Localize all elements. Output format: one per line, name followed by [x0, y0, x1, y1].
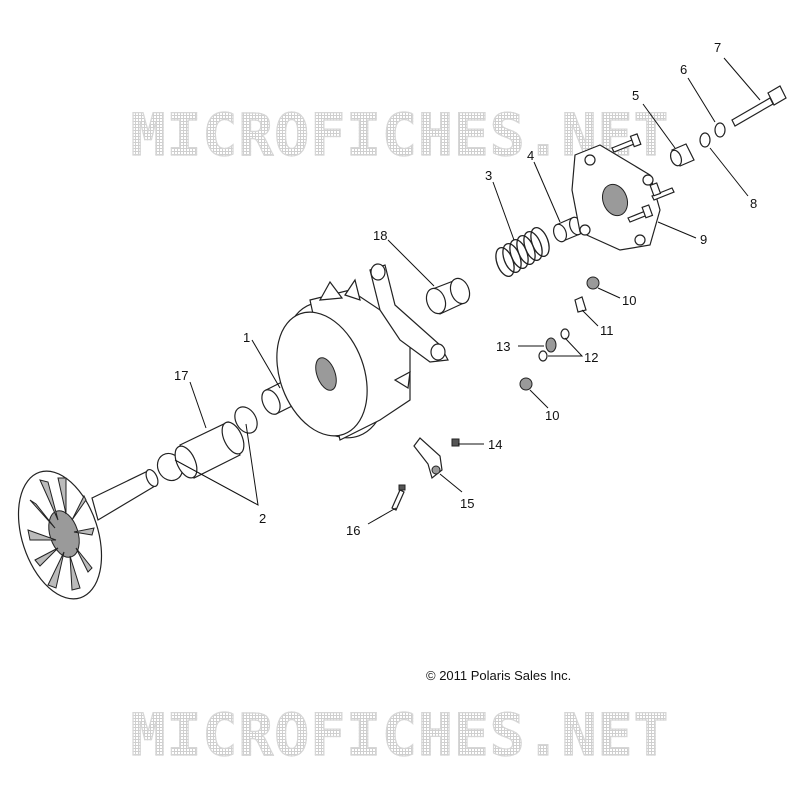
callout-5: 5 — [632, 88, 639, 103]
callout-12: 12 — [584, 350, 598, 365]
fixed-sheave-with-fan — [17, 468, 159, 600]
copyright-notice: © 2011 Polaris Sales Inc. — [426, 668, 572, 683]
bushing-5 — [669, 143, 695, 167]
watermark-top: MICROFICHES.NET — [0, 105, 800, 165]
callout-18: 18 — [373, 228, 387, 243]
pin-16 — [391, 484, 406, 511]
callout-14: 14 — [488, 437, 502, 452]
watermark-bottom: MICROFICHES.NET — [0, 705, 800, 765]
bolt-7 — [731, 85, 787, 127]
callout-6: 6 — [680, 62, 687, 77]
roller-13 — [545, 337, 557, 353]
spring-3 — [495, 226, 550, 278]
pin-11 — [574, 296, 587, 313]
callout-15: 15 — [460, 496, 474, 511]
washer-8 — [699, 132, 711, 148]
roller-10a — [586, 276, 600, 290]
bearing-18 — [425, 277, 471, 315]
bolts-9 — [611, 133, 675, 223]
movable-sheave — [276, 263, 449, 441]
callout-16: 16 — [346, 523, 360, 538]
roller-10b — [519, 377, 533, 391]
bushing-17 — [174, 421, 245, 479]
callout-10a: 10 — [622, 293, 636, 308]
cover-plate — [571, 144, 661, 251]
washer-12b — [538, 350, 548, 362]
nut-14 — [451, 438, 460, 447]
callout-3: 3 — [485, 168, 492, 183]
callout-8: 8 — [750, 196, 757, 211]
callout-9: 9 — [700, 232, 707, 247]
callout-11: 11 — [600, 323, 614, 338]
callout-17: 17 — [174, 368, 188, 383]
callout-2: 2 — [259, 511, 266, 526]
callout-7: 7 — [714, 40, 721, 55]
washer-12a — [560, 328, 570, 340]
seal-ring-2b — [234, 406, 258, 434]
callout-10b: 10 — [545, 408, 559, 423]
washer-6 — [714, 122, 726, 138]
callout-13: 13 — [496, 339, 510, 354]
callout-1: 1 — [243, 330, 250, 345]
callout-labels: 1 2 3 4 5 6 7 8 9 10 10 11 12 13 14 15 1… — [174, 40, 757, 538]
weight-arm-15 — [413, 437, 443, 480]
leader-lines — [174, 57, 761, 525]
callout-4: 4 — [527, 148, 534, 163]
